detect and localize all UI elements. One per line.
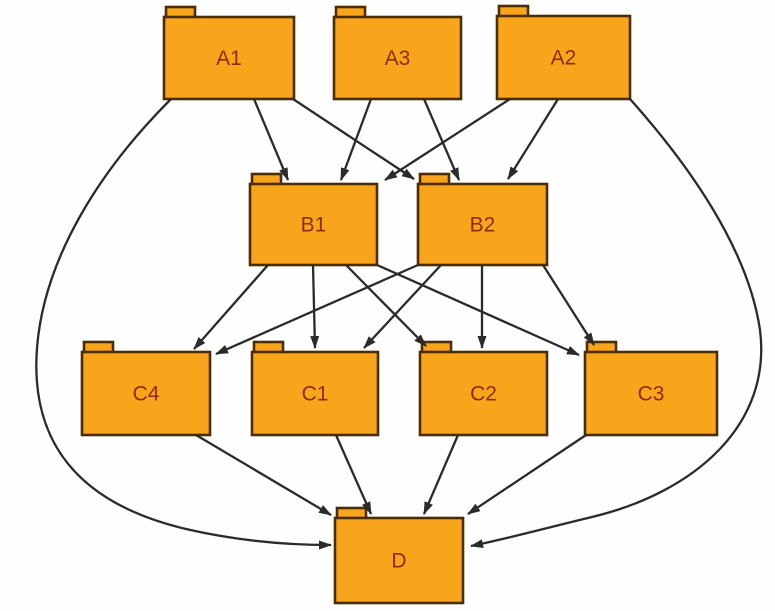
edge-C2-D: [422, 434, 460, 515]
node-label-C3: C3: [638, 383, 665, 406]
node-body-D: [333, 516, 465, 605]
node-C4: C4: [80, 340, 212, 437]
edge-B1-C2: [345, 264, 427, 347]
node-label-B1: B1: [301, 214, 327, 237]
edge-A2-B1: [384, 98, 511, 181]
edge-B2-C4: [215, 263, 419, 356]
edge-C4-D: [195, 434, 332, 516]
edge-B1-C3: [376, 263, 580, 357]
edge-A3-B2: [422, 98, 461, 181]
node-label-A3: A3: [385, 47, 411, 70]
node-label-D: D: [391, 550, 406, 573]
node-body-C2: [418, 350, 549, 437]
node-B2: B2: [416, 172, 549, 267]
edge-A2-D: [470, 98, 763, 549]
node-body-A1: [162, 15, 296, 101]
edge-B1-C4: [193, 264, 269, 350]
edge-B2-C1: [363, 264, 442, 349]
node-body-C3: [583, 350, 719, 437]
edge-B2-C3: [542, 264, 595, 346]
edge-A1-D: [35, 98, 332, 550]
edge-C3-D: [467, 434, 587, 515]
node-C2: C2: [418, 340, 549, 437]
node-body-C1: [250, 350, 380, 437]
node-C3: C3: [583, 340, 719, 437]
node-A3: A3: [332, 5, 463, 101]
node-body-A3: [332, 15, 463, 101]
node-B1: B1: [248, 172, 379, 267]
node-body-A2: [495, 14, 632, 101]
node-body-C4: [80, 350, 212, 437]
node-A2: A2: [495, 4, 632, 101]
node-label-A2: A2: [551, 47, 577, 70]
node-label-C2: C2: [470, 383, 497, 406]
edges-layer: [35, 98, 763, 550]
node-label-B2: B2: [470, 214, 496, 237]
node-C1: C1: [250, 340, 380, 437]
edge-A1-B2: [292, 98, 415, 180]
node-label-C1: C1: [302, 383, 329, 406]
node-D: D: [333, 506, 465, 605]
node-A1: A1: [162, 5, 296, 101]
node-body-B1: [248, 182, 379, 267]
edge-A2-B2: [507, 98, 559, 180]
edge-A1-B1: [252, 98, 290, 181]
edge-B1-C1: [310, 264, 320, 349]
node-label-C4: C4: [133, 383, 160, 406]
node-label-A1: A1: [216, 47, 242, 70]
edge-C1-D: [334, 434, 373, 515]
